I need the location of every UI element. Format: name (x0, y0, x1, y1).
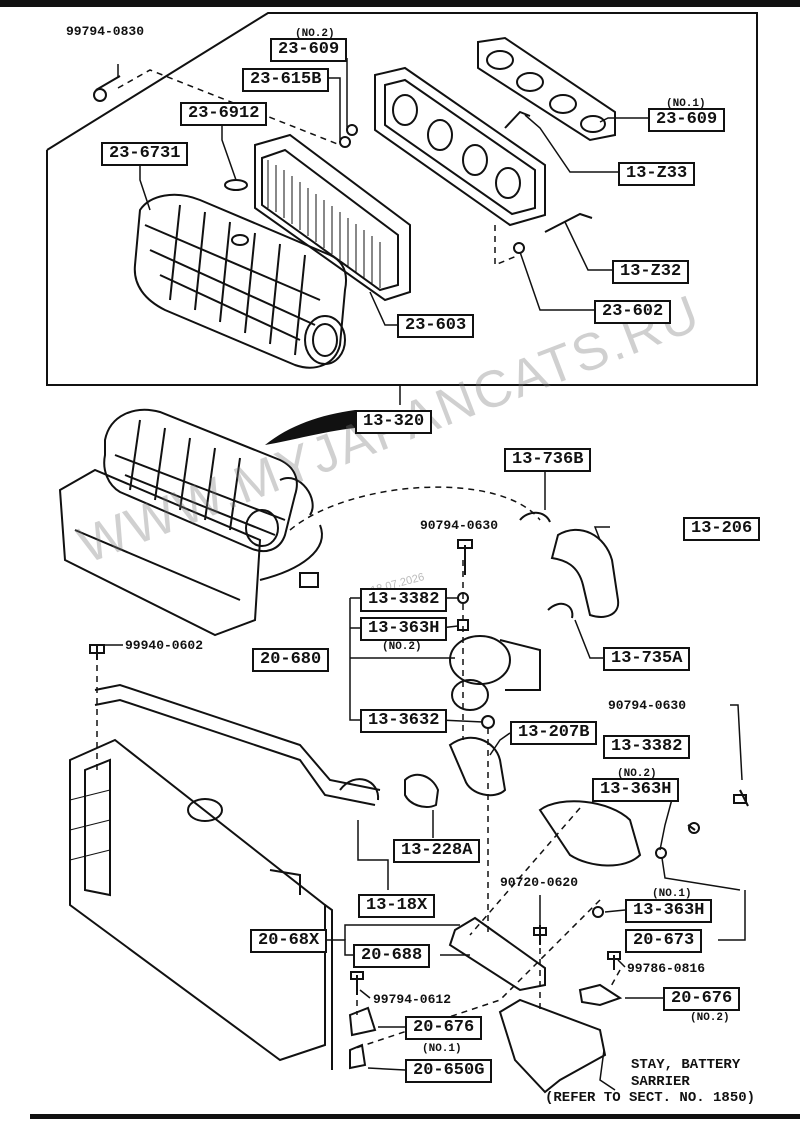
part-label-13-207B[interactable]: 13-207B (510, 721, 598, 745)
gasket-drawing (477, 36, 616, 142)
part-label-13-363H-b[interactable]: 13-363H (592, 778, 680, 802)
hoses-drawing (404, 511, 642, 867)
part-note-20-676-right: (NO.2) (690, 1012, 730, 1024)
bottom-rule (30, 1114, 800, 1119)
air-cleaner-assembly-drawing (58, 408, 323, 637)
part-label-20-68X[interactable]: 20-68X (250, 929, 328, 953)
stay-note-line2: SARRIER (631, 1074, 690, 1090)
part-note-13-363H-a: (NO.2) (382, 641, 422, 653)
part-label-20-688[interactable]: 20-688 (353, 944, 431, 968)
part-label-23-615B[interactable]: 23-615B (242, 68, 330, 92)
part-label-23-609-top[interactable]: 23-609 (270, 38, 348, 62)
part-label-13-18X[interactable]: 13-18X (358, 894, 436, 918)
brackets-drawing (348, 916, 623, 1094)
filter-element-drawing (254, 133, 411, 302)
part-label-13-363H-c[interactable]: 13-363H (625, 899, 713, 923)
part-note-23-609-top: (NO.2) (295, 28, 335, 40)
part-label-90720-0620: 90720-0620 (500, 875, 579, 890)
part-label-20-680[interactable]: 20-680 (252, 648, 330, 672)
stay-note-line1: STAY, BATTERY (631, 1057, 741, 1073)
part-label-23-603[interactable]: 23-603 (397, 314, 475, 338)
part-label-23-609-right[interactable]: 23-609 (648, 108, 726, 132)
part-label-13-228A[interactable]: 13-228A (393, 839, 481, 863)
cover-plate-drawing (374, 66, 546, 227)
part-note-13-363H-b: (NO.2) (617, 768, 657, 780)
part-label-90794-0630-b: 90794-0630 (608, 698, 687, 713)
part-label-23-6912[interactable]: 23-6912 (180, 102, 268, 126)
part-label-90794-0630-a: 90794-0630 (420, 518, 499, 533)
part-label-20-676-left[interactable]: 20-676 (405, 1016, 483, 1040)
part-label-13-Z32[interactable]: 13-Z32 (612, 260, 690, 284)
pointer-wedge (265, 410, 355, 445)
radiator-drawing (69, 683, 381, 1070)
part-label-20-650G[interactable]: 20-650G (405, 1059, 493, 1083)
part-label-13-320[interactable]: 13-320 (355, 410, 433, 434)
part-label-13-735A[interactable]: 13-735A (603, 647, 691, 671)
part-note-23-609-right: (NO.1) (666, 98, 706, 110)
part-label-13-206[interactable]: 13-206 (683, 517, 761, 541)
part-label-99794-0612: 99794-0612 (373, 992, 452, 1007)
part-note-13-363H-c: (NO.1) (652, 888, 692, 900)
part-label-13-363H-a[interactable]: 13-363H (360, 617, 448, 641)
part-label-99786-0816: 99786-0816 (627, 961, 706, 976)
assembly-frame (46, 12, 758, 386)
part-label-99794-0830: 99794-0830 (66, 24, 145, 39)
part-label-13-3382-b[interactable]: 13-3382 (603, 735, 691, 759)
air-cleaner-case-drawing (133, 179, 348, 369)
top-rule (0, 0, 800, 7)
part-label-13-Z33[interactable]: 13-Z33 (618, 162, 696, 186)
part-label-13-3382-a[interactable]: 13-3382 (360, 588, 448, 612)
part-label-20-676-right[interactable]: 20-676 (663, 987, 741, 1011)
part-label-20-673[interactable]: 20-673 (625, 929, 703, 953)
part-label-99940-0602: 99940-0602 (125, 638, 204, 653)
part-label-23-6731[interactable]: 23-6731 (101, 142, 189, 166)
part-label-13-736B[interactable]: 13-736B (504, 448, 592, 472)
part-note-20-676-left: (NO.1) (422, 1043, 462, 1055)
part-label-23-602[interactable]: 23-602 (594, 300, 672, 324)
stay-note-line3: (REFER TO SECT. NO. 1850) (545, 1090, 756, 1106)
part-label-13-3632[interactable]: 13-3632 (360, 709, 448, 733)
